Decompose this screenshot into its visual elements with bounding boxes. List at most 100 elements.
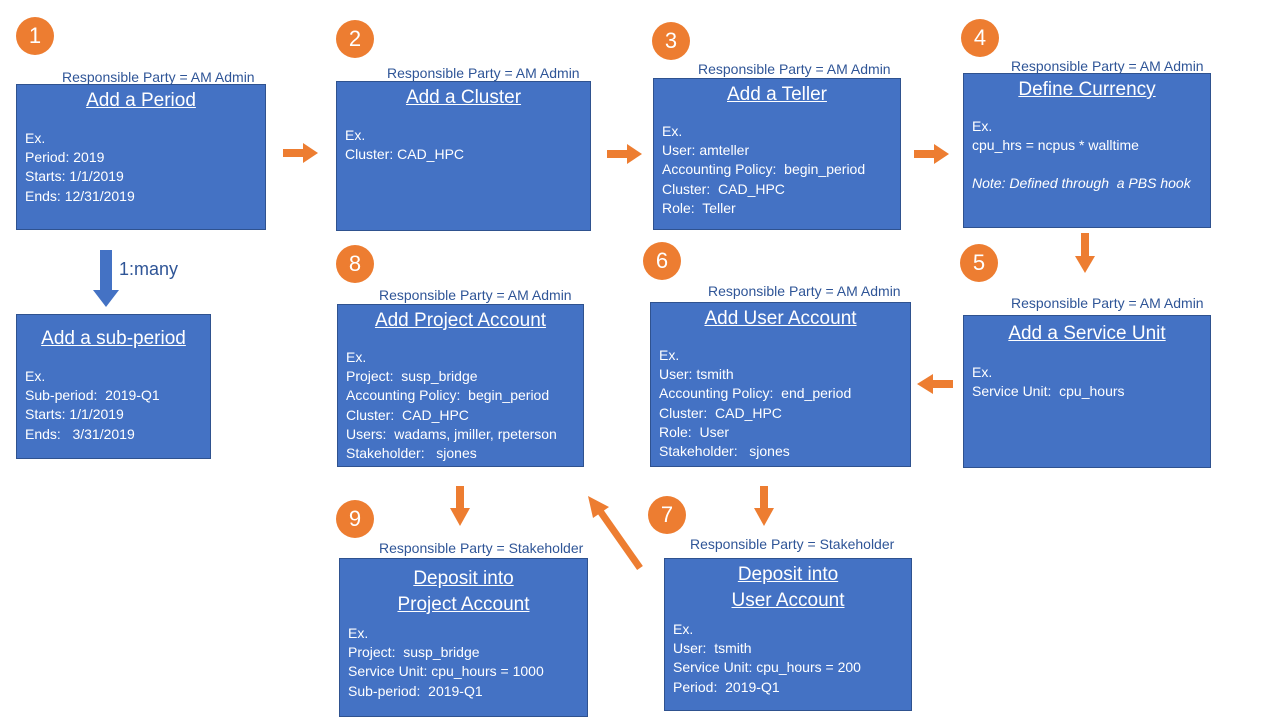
- step-4-badge: 4: [961, 19, 999, 57]
- arrow-down-8-9: [450, 486, 470, 526]
- step-7-responsible: Responsible Party = Stakeholder: [690, 536, 895, 552]
- deposit-user-account-title: Deposit into: [737, 564, 839, 585]
- step-5-badge: 5: [960, 244, 998, 282]
- add-cluster-box: Add a Cluster Ex. Cluster: CAD_HPC: [336, 81, 591, 231]
- line: Ex.: [25, 130, 46, 146]
- define-currency-box: Define Currency Ex. cpu_hrs = ncpus * wal…: [963, 73, 1211, 228]
- line: cpu_hrs = ncpus * walltime: [972, 137, 1139, 154]
- line: Role: Teller: [662, 199, 736, 216]
- line: Cluster: CAD_HPC: [345, 146, 465, 163]
- step-7-badge: 7: [648, 496, 686, 534]
- step-3-badge: 3: [652, 22, 690, 60]
- line: Starts: 1/1/2019: [25, 168, 124, 185]
- step-4-responsible: Responsible Party = AM Admin: [1011, 58, 1204, 74]
- line: Ends: 12/31/2019: [25, 187, 135, 204]
- line: Ex.: [345, 127, 366, 143]
- line: Ex.: [662, 123, 683, 139]
- line: User: amteller: [662, 142, 750, 159]
- line: Ex.: [659, 347, 680, 363]
- line: Project: susp_bridge: [348, 644, 480, 661]
- line: Ex.: [972, 364, 993, 380]
- line: Stakeholder: sjones: [346, 445, 477, 462]
- add-service-unit-box: Add a Service Unit Ex. Service Unit: cpu_…: [963, 315, 1211, 468]
- add-service-unit-title: Add a Service Unit: [1008, 323, 1166, 344]
- arrow-right-3-4: [914, 144, 949, 164]
- line: Cluster: CAD_HPC: [659, 404, 782, 421]
- define-currency-note: Note: Defined through a PBS hook: [972, 175, 1191, 192]
- arrow-down-6-7: [754, 486, 774, 526]
- line: Users: wadams, jmiller, rpeterson: [346, 425, 557, 442]
- step-9-responsible: Responsible Party = Stakeholder: [379, 540, 584, 556]
- step-8-responsible: Responsible Party = AM Admin: [379, 287, 572, 303]
- line: Ex.: [972, 118, 993, 134]
- line: Ends: 3/31/2019: [25, 425, 135, 442]
- step-6-badge: 6: [643, 242, 681, 280]
- add-subperiod-title: Add a sub-period: [41, 328, 186, 349]
- arrow-down-period-subperiod: [93, 250, 119, 307]
- add-user-account-title: Add User Account: [704, 308, 857, 329]
- define-currency-title: Define Currency: [1018, 79, 1156, 100]
- line: Ex.: [25, 368, 46, 384]
- add-project-account-title: Add Project Account: [374, 310, 547, 331]
- line: Sub-period: 2019-Q1: [348, 682, 483, 699]
- line: Accounting Policy: begin_period: [662, 161, 866, 178]
- step-5-responsible: Responsible Party = AM Admin: [1011, 295, 1204, 311]
- step-2-badge: 2: [336, 20, 374, 58]
- line: Accounting Policy: end_period: [659, 385, 852, 402]
- define-currency-body: Ex. cpu_hrs = ncpus * walltime: [964, 117, 1210, 174]
- deposit-user-account-title-2: User Account: [731, 590, 845, 611]
- step-2-responsible: Responsible Party = AM Admin: [387, 65, 580, 81]
- step-9-badge: 9: [336, 500, 374, 538]
- line: Stakeholder: sjones: [659, 443, 790, 460]
- line: Cluster: CAD_HPC: [662, 180, 785, 197]
- add-teller-title: Add a Teller: [727, 84, 827, 105]
- line: Service Unit: cpu_hours = 1000: [348, 663, 544, 680]
- line: Accounting Policy: begin_period: [346, 387, 550, 404]
- arrow-diagonal-7-8: [588, 496, 643, 571]
- deposit-project-account-title: Deposit into: [413, 568, 514, 589]
- line: User: tsmith: [673, 640, 752, 657]
- line: Cluster: CAD_HPC: [346, 406, 469, 423]
- line: Ex.: [346, 349, 367, 365]
- add-cluster-body: Ex. Cluster: CAD_HPC: [337, 126, 590, 164]
- line: User: tsmith: [659, 366, 734, 383]
- arrow-left-5-6: [917, 374, 953, 394]
- line: Service Unit: cpu_hours = 200: [673, 659, 861, 676]
- add-period-title: Add a Period: [86, 90, 196, 111]
- step-6-responsible: Responsible Party = AM Admin: [708, 283, 901, 299]
- line: Starts: 1/1/2019: [25, 406, 124, 423]
- add-cluster-title: Add a Cluster: [405, 87, 522, 108]
- relation-label: 1:many: [119, 259, 179, 279]
- step-8-badge: 8: [336, 245, 374, 283]
- arrow-right-1-2: [283, 143, 318, 163]
- step-1-badge: 1: [16, 17, 54, 55]
- line: Period: 2019-Q1: [673, 678, 780, 695]
- line: Project: susp_bridge: [346, 368, 478, 385]
- deposit-project-account-box: Deposit into Project Account Ex.Project:…: [339, 558, 588, 717]
- arrow-right-2-3: [607, 144, 642, 164]
- line: Role: User: [659, 423, 730, 440]
- deposit-user-account-box: Deposit into User Account Ex. User: tsmit…: [664, 558, 912, 711]
- line: Period: 2019: [25, 149, 105, 166]
- step-1-responsible: Responsible Party = AM Admin: [62, 69, 255, 85]
- line: Ex.: [348, 625, 369, 641]
- line: Service Unit: cpu_hours: [972, 383, 1125, 400]
- add-project-account-box: Add Project Account Ex. Project: susp_bri…: [337, 304, 584, 467]
- add-service-unit-body: Ex. Service Unit: cpu_hours: [964, 363, 1210, 401]
- line: Sub-period: 2019-Q1: [25, 387, 160, 404]
- line: Ex.: [673, 621, 694, 637]
- step-3-responsible: Responsible Party = AM Admin: [698, 61, 891, 77]
- arrow-down-4-5: [1075, 233, 1095, 273]
